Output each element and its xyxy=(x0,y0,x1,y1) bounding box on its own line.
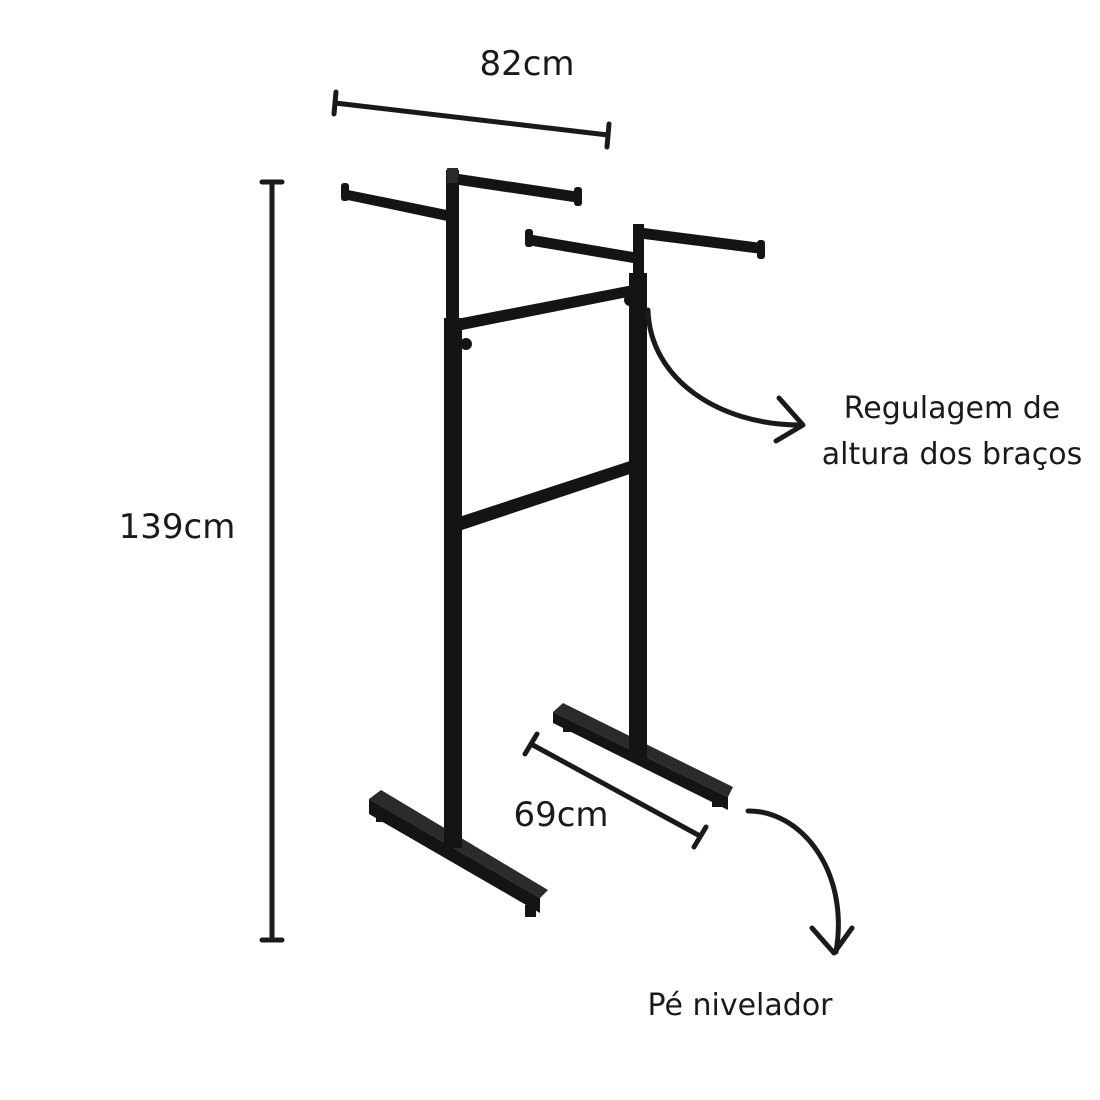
rack-frame xyxy=(341,168,765,917)
upright-front xyxy=(444,168,462,848)
arm-height-note-line-2: altura dos braços xyxy=(822,437,1083,472)
cross-bar-lower xyxy=(462,460,633,530)
adjust-knob-back xyxy=(624,294,636,306)
arm-height-arrowhead-icon xyxy=(773,395,806,444)
arm-front xyxy=(341,174,582,221)
leveler-arrow-icon xyxy=(745,808,841,955)
depth-dimension-line xyxy=(522,731,709,850)
leveler-note: Pé nivelador xyxy=(647,988,833,1023)
cross-bar-upper xyxy=(462,285,633,330)
upright-back xyxy=(629,224,647,758)
adjust-knob-front xyxy=(460,338,472,350)
width-label: 82cm xyxy=(479,44,574,84)
dimension-lines xyxy=(259,89,709,943)
height-label: 139cm xyxy=(119,507,236,547)
height-dimension-line xyxy=(259,179,285,943)
arm-height-arrow-icon xyxy=(645,307,803,428)
depth-label: 69cm xyxy=(513,795,608,835)
width-dimension-line xyxy=(331,89,612,150)
leveler-arrowhead-icon xyxy=(809,925,855,956)
arm-back xyxy=(525,228,765,263)
arm-height-note-line-1: Regulagem de xyxy=(844,391,1061,426)
callout-arrows xyxy=(645,307,855,956)
